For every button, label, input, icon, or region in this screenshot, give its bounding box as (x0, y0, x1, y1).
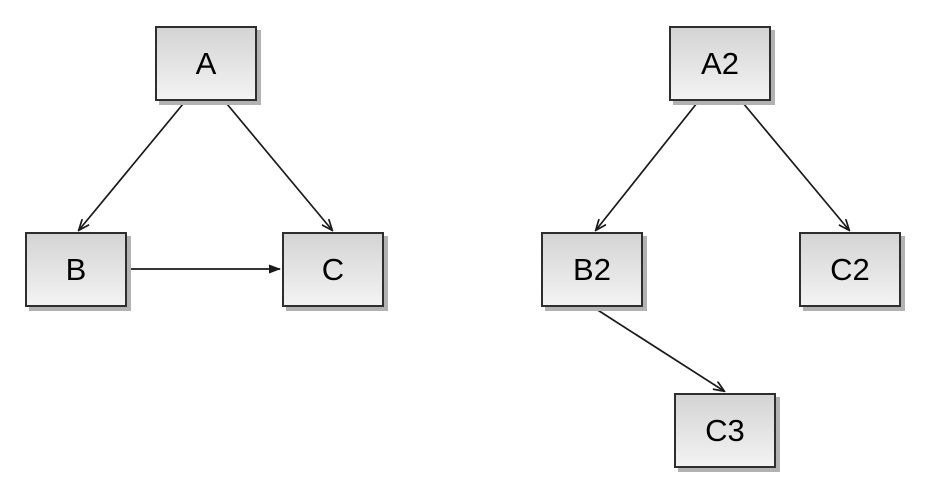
node-C3-label: C3 (705, 413, 745, 448)
node-C2[interactable]: C2 (799, 232, 901, 307)
node-B2-label: B2 (573, 252, 611, 287)
edge-A-B[interactable] (79, 103, 184, 230)
node-C-label: C (321, 252, 345, 287)
node-C[interactable]: C (282, 232, 384, 307)
edge-A2-C2[interactable] (742, 102, 849, 230)
node-A[interactable]: A (155, 26, 257, 101)
node-B-label: B (65, 252, 87, 287)
node-C2-label: C2 (830, 252, 870, 287)
edge-A2-B2[interactable] (596, 102, 698, 230)
node-A2-label: A2 (701, 46, 739, 81)
node-A-label: A (195, 46, 217, 81)
node-A2[interactable]: A2 (669, 26, 771, 101)
edge-A-C[interactable] (226, 103, 332, 230)
node-B2[interactable]: B2 (541, 232, 643, 307)
node-B[interactable]: B (25, 232, 127, 307)
edge-B2-C3[interactable] (592, 306, 724, 391)
node-C3[interactable]: C3 (674, 393, 776, 468)
